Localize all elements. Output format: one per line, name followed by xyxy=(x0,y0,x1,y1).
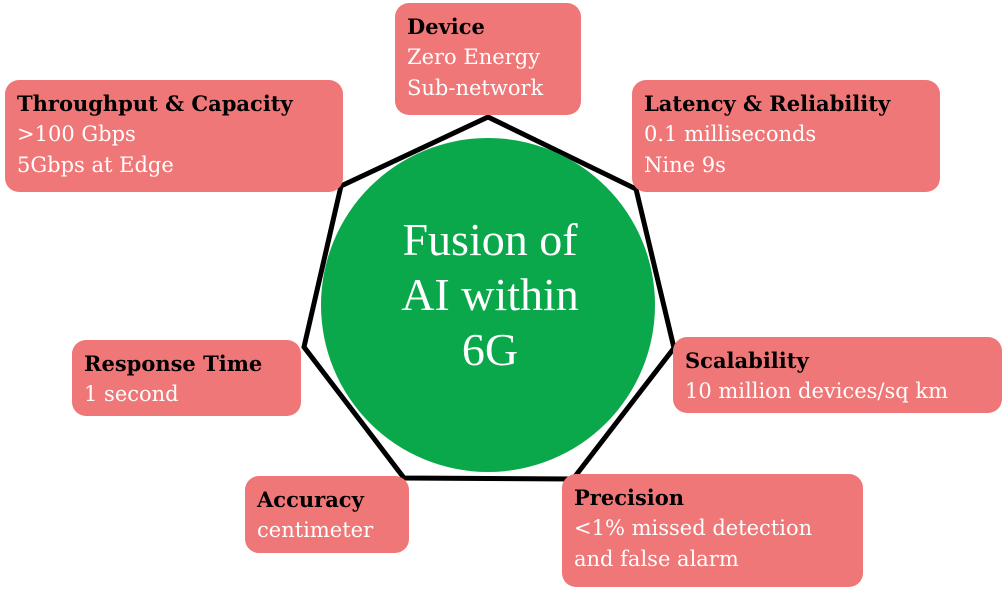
throughput-title: Throughput & Capacity xyxy=(17,91,293,116)
center-line-3: 6G xyxy=(461,324,519,375)
device-line-2: Sub-network xyxy=(407,76,544,100)
center-circle xyxy=(321,138,655,472)
latency-line-2: Nine 9s xyxy=(644,153,726,177)
response-time-title: Response Time xyxy=(84,351,263,376)
device-box: Device Zero Energy Sub-network xyxy=(395,3,581,115)
heptagon-outline xyxy=(301,114,677,482)
response-time-box: Response Time 1 second xyxy=(72,340,301,416)
scalability-title: Scalability xyxy=(685,348,809,373)
latency-box: Latency & Reliability 0.1 milliseconds N… xyxy=(632,80,940,192)
device-line-1: Zero Energy xyxy=(407,45,541,69)
precision-line-2: and false alarm xyxy=(574,547,739,571)
center-line-1: Fusion of xyxy=(402,214,578,265)
precision-box: Precision <1% missed detection and false… xyxy=(562,474,863,587)
center-line-2: AI within xyxy=(401,269,579,320)
accuracy-title: Accuracy xyxy=(257,487,364,512)
latency-line-1: 0.1 milliseconds xyxy=(644,122,817,146)
scalability-box: Scalability 10 million devices/sq km xyxy=(673,337,1002,413)
throughput-box: Throughput & Capacity >100 Gbps 5Gbps at… xyxy=(5,80,343,192)
throughput-line-1: >100 Gbps xyxy=(17,122,136,146)
precision-title: Precision xyxy=(574,485,685,510)
throughput-line-2: 5Gbps at Edge xyxy=(17,153,174,177)
latency-title: Latency & Reliability xyxy=(644,91,891,116)
center-label: Fusion of AI within 6G xyxy=(330,212,650,377)
precision-line-1: <1% missed detection xyxy=(574,516,813,540)
response-time-line-1: 1 second xyxy=(84,382,179,406)
accuracy-line-1: centimeter xyxy=(257,518,374,542)
accuracy-box: Accuracy centimeter xyxy=(245,476,409,553)
scalability-line-1: 10 million devices/sq km xyxy=(685,379,949,403)
device-title: Device xyxy=(407,14,485,39)
